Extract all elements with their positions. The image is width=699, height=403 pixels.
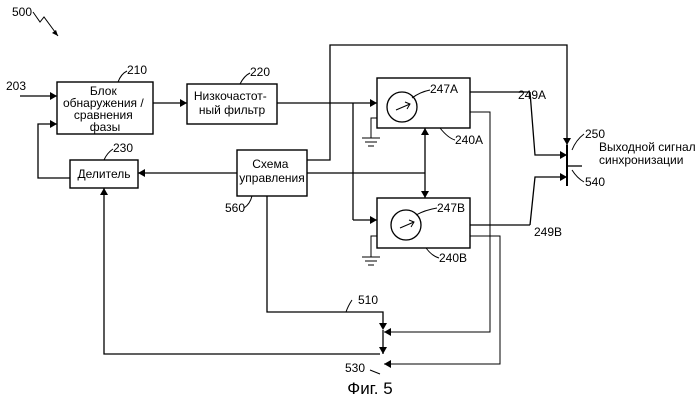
divider-to-detector-arrowhead <box>50 120 57 128</box>
osc-b-to-switch-arrowhead <box>560 173 567 181</box>
osc-b-to-switch-line <box>530 177 567 225</box>
divider-label: Делитель <box>78 167 131 181</box>
oscillator-a-ref: 247A <box>430 82 458 96</box>
control-to-divider-arrowhead <box>138 169 145 177</box>
divider-ref: 230 <box>113 141 133 155</box>
enable-bus-arrow-up <box>421 128 429 135</box>
switch-column-arrowhead <box>379 347 387 354</box>
control-ref: 560 <box>225 201 245 215</box>
input-arrowhead <box>50 92 57 100</box>
oscillator-a-box-ref: 240A <box>455 133 483 147</box>
lowpass-filter-label: Низкочастот- ный фильтр <box>194 89 270 117</box>
lowpass-filter-ref: 220 <box>250 65 270 79</box>
figure-pointer-arrowhead <box>52 30 58 36</box>
out-b-ref: 249B <box>534 225 562 239</box>
feedback-to-divider-arrowhead <box>100 188 108 195</box>
ground-a-wire <box>371 118 377 138</box>
output-switch-ref-leader <box>572 134 584 150</box>
output-label: Выходной сигнал синхронизации <box>599 140 699 167</box>
switch-510-ref: 510 <box>358 293 378 307</box>
filter-to-osc-b-arrowhead <box>370 216 377 224</box>
osc-b-to-switch-530-arrowhead <box>384 360 391 368</box>
output-line-ref-leader <box>572 170 584 182</box>
control-to-switch-510-arrowhead <box>379 323 387 330</box>
filter-to-osc-a-arrowhead <box>370 99 377 107</box>
ground-b-wire <box>371 236 377 257</box>
switch-530-ref: 530 <box>345 361 365 375</box>
detector-to-filter-arrowhead <box>180 99 187 107</box>
switch-510-ref-leader <box>346 300 352 312</box>
input-ref: 203 <box>6 79 26 93</box>
oscillator-a-box-ref-leader <box>440 128 455 140</box>
osc-a-to-switch-510-arrowhead <box>384 328 391 336</box>
oscillator-b-box-ref: 240B <box>439 251 467 265</box>
switch-530-ref-leader <box>370 370 380 374</box>
oscillator-b-ref: 247B <box>437 201 465 215</box>
out-a-ref: 249A <box>518 88 546 102</box>
ground-a-icon <box>362 138 380 146</box>
output-switch-ref: 250 <box>585 127 605 141</box>
divider-ref-leader <box>104 149 113 160</box>
phase-detector-ref: 210 <box>127 63 147 77</box>
output-line-ref: 540 <box>585 175 605 189</box>
control-ref-leader <box>244 196 252 208</box>
control-to-output-switch-arrowhead <box>563 138 571 145</box>
osc-a-to-switch-arrowhead <box>560 151 567 159</box>
oscillator-b-box-ref-leader <box>426 248 439 258</box>
lowpass-filter-ref-leader <box>240 73 250 84</box>
control-to-switch-510-line <box>267 196 383 328</box>
phase-detector-ref-leader <box>118 71 127 82</box>
figure-caption: Фиг. 5 <box>347 379 392 398</box>
figure-number: 500 <box>12 5 32 19</box>
enable-bus-arrow-down <box>421 191 429 198</box>
ground-b-icon <box>362 257 380 265</box>
